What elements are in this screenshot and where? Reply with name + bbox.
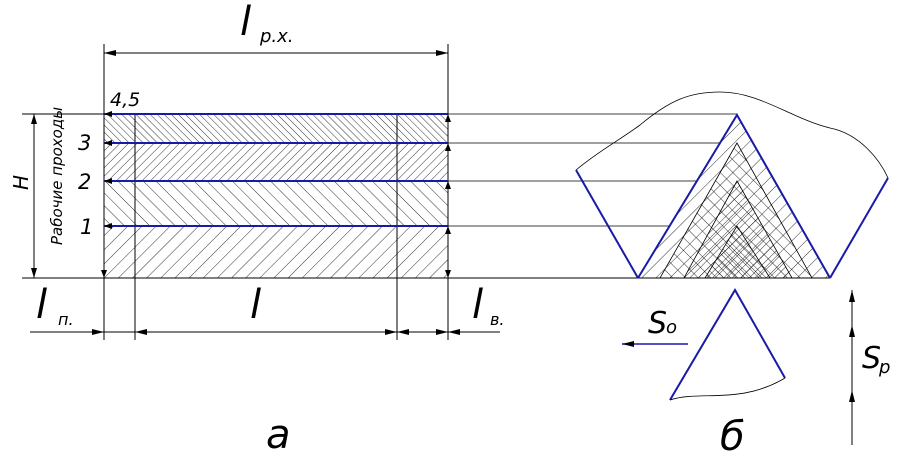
label-working-passes: Рабочие проходы bbox=[48, 107, 66, 245]
layer-2 bbox=[104, 181, 448, 226]
thread-flanks bbox=[575, 169, 639, 279]
longitudinal-feed-arrow bbox=[622, 341, 688, 347]
label-approach-length-sub: п. bbox=[58, 310, 74, 329]
thread-profile bbox=[575, 91, 889, 401]
label-pass-45: 4,5 bbox=[110, 89, 140, 111]
label-pass-3: 3 bbox=[78, 131, 91, 155]
label-pass-1: 1 bbox=[80, 215, 93, 239]
label-pass-2: 2 bbox=[78, 170, 91, 194]
label-longitudinal-feed: S bbox=[648, 306, 667, 341]
label-radial-feed: S bbox=[862, 341, 881, 376]
label-stroke-length-sub: р.х. bbox=[259, 26, 294, 47]
layer-1 bbox=[104, 226, 448, 278]
height-dimension bbox=[31, 114, 37, 278]
stroke-length-dimension bbox=[104, 50, 448, 56]
label-overrun-length-sub: в. bbox=[490, 310, 505, 329]
cutter-tool bbox=[669, 288, 786, 401]
length-dimensions bbox=[30, 329, 500, 335]
label-height: H bbox=[9, 175, 33, 190]
layer-45 bbox=[104, 114, 448, 143]
radial-feed-arrow bbox=[849, 290, 855, 445]
label-thread-length: l bbox=[250, 282, 261, 328]
layer-3 bbox=[104, 143, 448, 181]
layers-diagram bbox=[22, 44, 830, 340]
label-overrun-length: l bbox=[472, 282, 483, 328]
label-radial-feed-sub: р bbox=[878, 357, 890, 378]
caption-a: а bbox=[266, 412, 291, 458]
caption-b: б bbox=[720, 414, 745, 460]
label-longitudinal-feed-sub: о bbox=[666, 317, 677, 338]
label-approach-length: l bbox=[36, 282, 47, 328]
label-stroke-length: l bbox=[240, 0, 251, 45]
workpiece-outline bbox=[575, 91, 889, 179]
